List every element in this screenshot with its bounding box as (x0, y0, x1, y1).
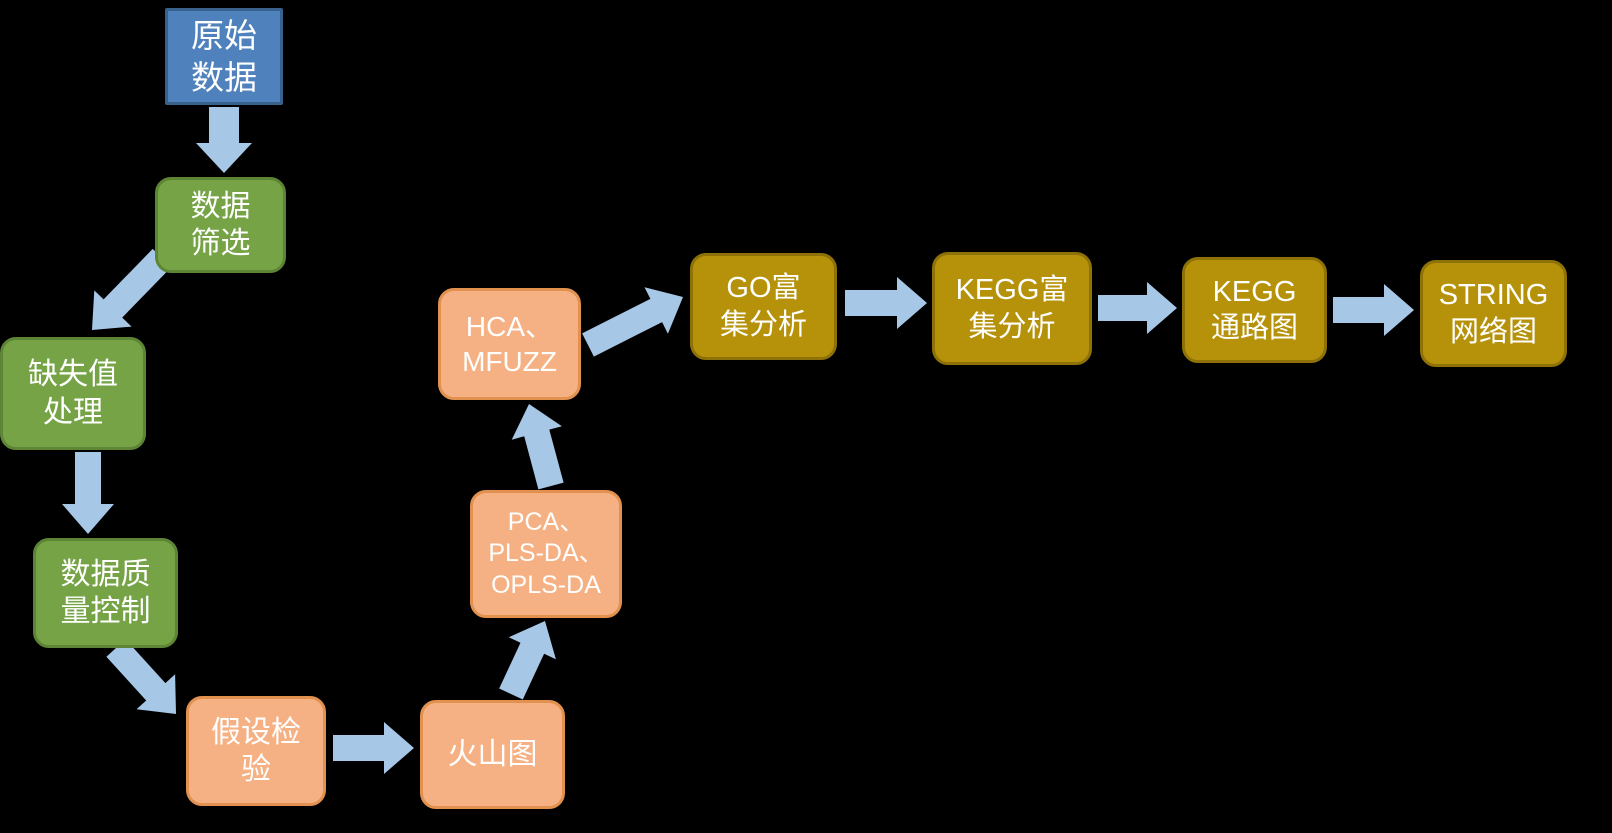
node-data-quality-control: 数据质 量控制 (33, 538, 178, 648)
node-raw-data-label: 原始 数据 (191, 17, 257, 96)
node-string-network: STRING 网络图 (1420, 260, 1567, 367)
arrow-missing-to-quality (62, 452, 114, 534)
arrow-pca-to-hca (511, 404, 564, 490)
arrow-quality-to-hypothesis (106, 639, 176, 714)
node-go-enrichment: GO富 集分析 (690, 253, 837, 360)
node-volcano-plot-label: 火山图 (447, 737, 538, 771)
arrow-raw-to-screening (196, 107, 252, 173)
node-hypothesis-testing-label: 假设检 验 (211, 715, 301, 787)
arrow-screening-to-missing (92, 248, 172, 330)
node-hca-mfuzz: HCA、 MFUZZ (438, 288, 581, 400)
node-data-quality-control-label: 数据质 量控制 (60, 557, 151, 629)
node-pca-plsda-oplsda-label: PCA、 PLS-DA、 OPLS-DA (488, 508, 604, 599)
arrow-hypothesis-to-volcano (333, 722, 414, 774)
node-kegg-pathway-map: KEGG 通路图 (1182, 257, 1327, 363)
node-raw-data: 原始 数据 (165, 8, 283, 105)
arrow-volcano-to-pca (499, 621, 556, 700)
node-kegg-enrichment-label: KEGG富 集分析 (955, 274, 1069, 343)
node-hypothesis-testing: 假设检 验 (186, 696, 326, 806)
node-kegg-pathway-map-label: KEGG 通路图 (1210, 275, 1298, 344)
node-missing-value-handling-label: 缺失值 处理 (28, 358, 118, 429)
node-data-screening: 数据 筛选 (155, 177, 286, 273)
node-missing-value-handling: 缺失值 处理 (0, 337, 146, 450)
node-go-enrichment-label: GO富 集分析 (719, 272, 807, 341)
node-pca-plsda-oplsda: PCA、 PLS-DA、 OPLS-DA (470, 490, 622, 618)
node-string-network-label: STRING 网络图 (1438, 279, 1549, 348)
node-hca-mfuzz-label: HCA、 MFUZZ (462, 311, 557, 377)
node-volcano-plot: 火山图 (420, 700, 565, 809)
arrow-hca-to-go (582, 287, 683, 357)
node-kegg-enrichment: KEGG富 集分析 (932, 252, 1092, 365)
node-data-screening-label: 数据 筛选 (190, 189, 251, 261)
arrow-go-to-kegg (845, 277, 927, 329)
arrow-pathway-to-string (1333, 284, 1414, 336)
arrow-kegg-to-pathway (1098, 282, 1177, 334)
